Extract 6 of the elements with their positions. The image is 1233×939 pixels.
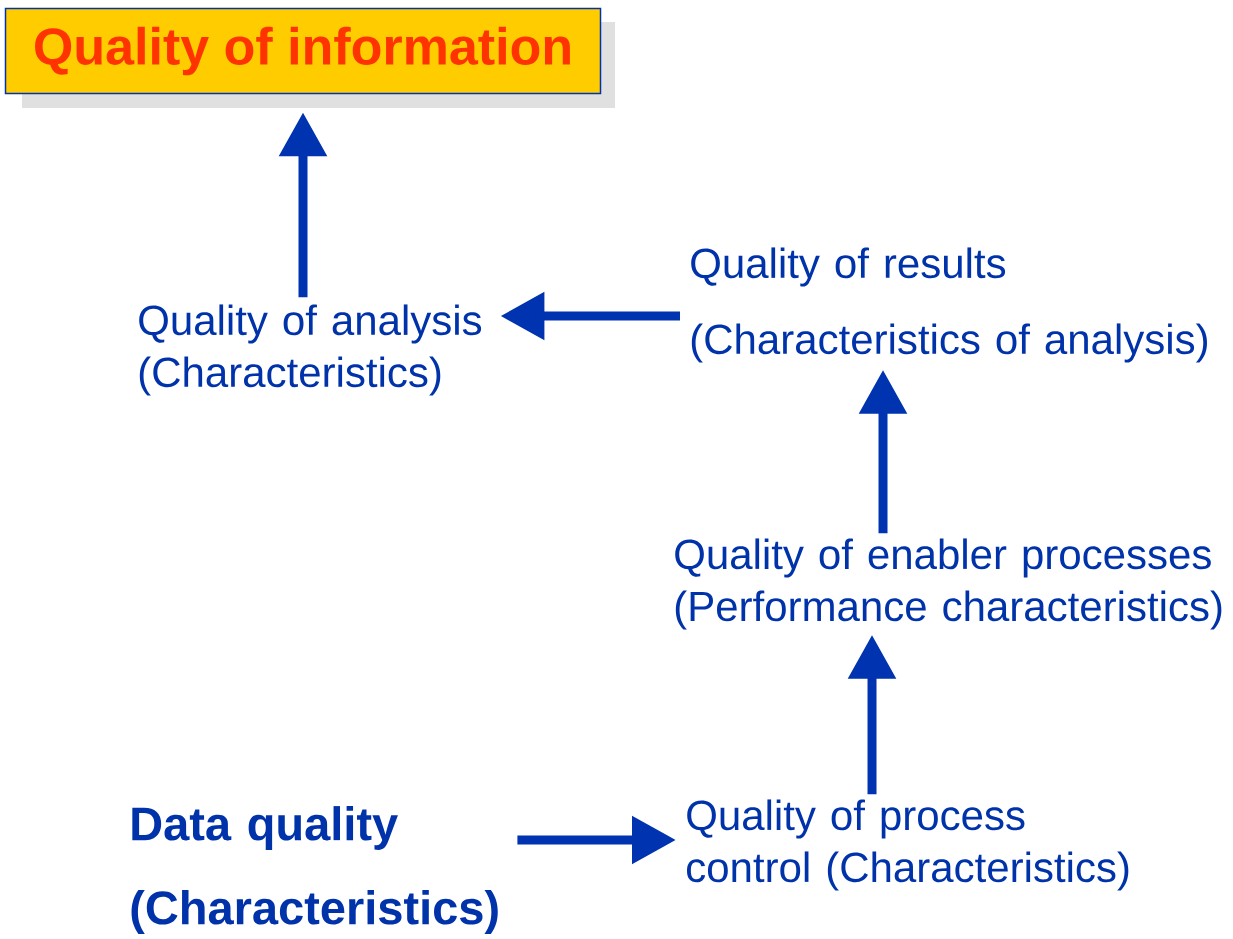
text-label: Quality of results (Characteristics of analysis): [691, 247, 1207, 363]
text-label: Data quality (Characteristics): [131, 806, 498, 934]
text-label: Quality of analysis (Characteristics): [139, 304, 482, 396]
text-label: Quality of enabler processes (Performance characteristics): [675, 538, 1222, 630]
title-box: Quality of information: [4, 7, 615, 108]
text-label: Quality of process control (Characteristics): [687, 799, 1129, 891]
